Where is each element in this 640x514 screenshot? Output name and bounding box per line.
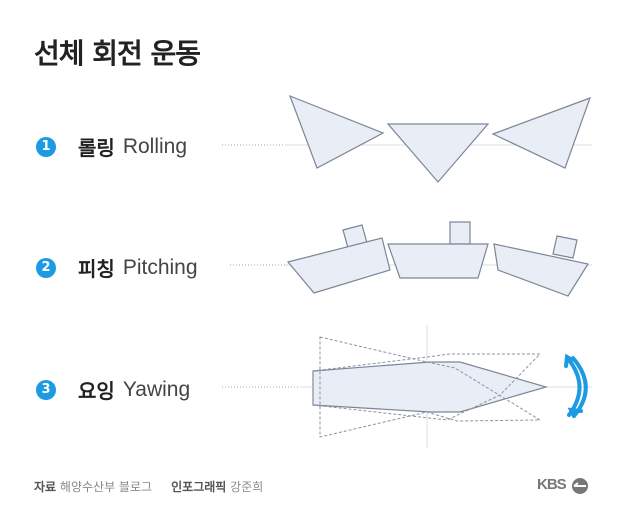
rotate-arrowhead-up — [564, 353, 574, 368]
footer-credits: 자료 해양수산부 블로그 인포그래픽 강준희 — [34, 478, 263, 495]
pitching-right-cabin — [552, 235, 578, 259]
rolling-center-triangle — [386, 123, 490, 183]
rotate-arrowhead-down — [567, 407, 583, 418]
yawing-ghost-2 — [312, 353, 542, 421]
label-ko: 롤링 — [78, 136, 115, 160]
pitching-center-cabin — [449, 221, 471, 245]
step-badge: 3 — [36, 379, 56, 400]
page-title: 선체 회전 운동 — [34, 37, 201, 70]
pitching-center-hull — [387, 243, 489, 279]
kbs-logo-icon — [572, 478, 588, 494]
row-pitching: 2 피칭 Pitching — [36, 253, 198, 282]
row-rolling: 1 롤링 Rolling — [36, 132, 187, 161]
rolling-right-triangle — [491, 96, 591, 169]
kbs-logo: KBS — [537, 476, 567, 493]
label-en: Pitching — [122, 255, 198, 279]
step-badge: 2 — [36, 257, 56, 278]
pitching-right-hull — [493, 243, 589, 297]
label-en: Yawing — [122, 377, 191, 401]
label-ko: 피칭 — [78, 257, 115, 281]
pitching-left-hull — [286, 237, 391, 294]
row-yawing: 3 요잉 Yawing — [36, 375, 190, 404]
rolling-left-triangle — [288, 94, 385, 169]
label-ko: 요잉 — [78, 379, 115, 403]
source-label: 자료 — [34, 480, 57, 494]
label-en: Rolling — [122, 134, 188, 158]
yawing-ship — [312, 361, 549, 413]
graphic-credit: 강준희 — [230, 480, 264, 494]
source-text: 해양수산부 블로그 — [59, 480, 153, 494]
graphic-label: 인포그래픽 — [171, 480, 227, 494]
step-badge: 1 — [36, 136, 56, 157]
